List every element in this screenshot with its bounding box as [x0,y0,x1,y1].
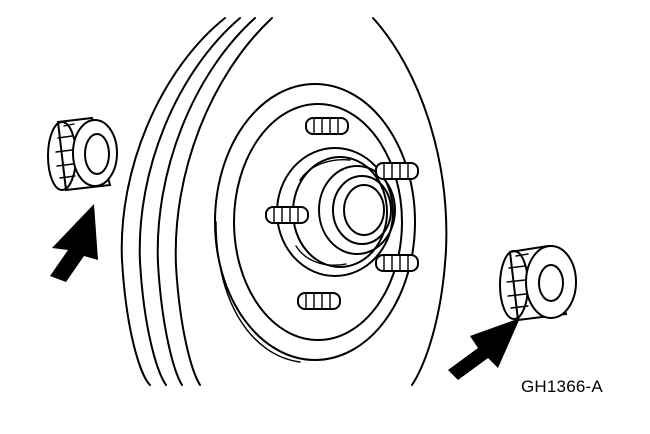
figure-code-label: GH1366-A [521,377,603,396]
arrow-icon [50,204,98,282]
stud [375,162,419,180]
stud [305,117,349,135]
bearing-icon [499,244,577,322]
stud [297,292,341,310]
brake-rotor [120,17,448,386]
bearing-icon [47,116,118,192]
arrow-icon [448,318,520,380]
stud [265,206,309,224]
stud [375,254,419,272]
